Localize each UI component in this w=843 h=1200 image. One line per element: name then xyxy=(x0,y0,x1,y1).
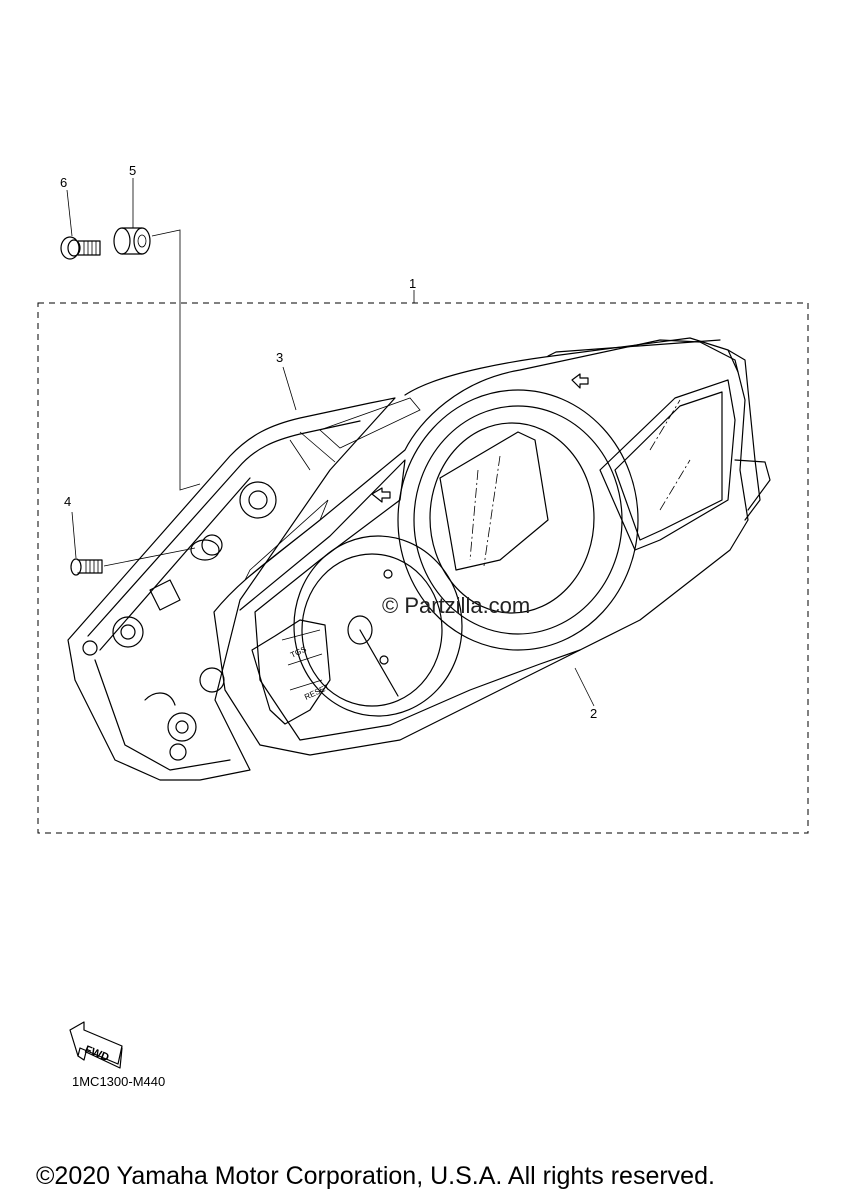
part-4-bolt xyxy=(70,511,196,576)
assembly-boundary-box xyxy=(37,302,809,834)
part-6-screw xyxy=(60,189,101,260)
callout-5: 5 xyxy=(129,163,136,178)
callout-3: 3 xyxy=(276,350,283,365)
copyright-notice: ©2020 Yamaha Motor Corporation, U.S.A. A… xyxy=(36,1162,715,1190)
callout-2: 2 xyxy=(590,706,597,721)
part-2-meter-unit: TGS RESET xyxy=(213,337,771,756)
callout-4: 4 xyxy=(64,494,71,509)
svg-text:FWD: FWD xyxy=(83,1044,111,1065)
part-5-grommet xyxy=(113,178,201,491)
watermark: © Partzilla.com xyxy=(382,593,530,618)
part-code: 1MC1300-M440 xyxy=(72,1074,166,1089)
part-3-meter-case xyxy=(67,366,396,781)
fwd-arrow-icon: FWD xyxy=(69,1021,123,1069)
button-tgs-label: TGS xyxy=(289,645,308,660)
callout-6: 6 xyxy=(60,175,67,190)
callout-1: 1 xyxy=(409,276,416,291)
